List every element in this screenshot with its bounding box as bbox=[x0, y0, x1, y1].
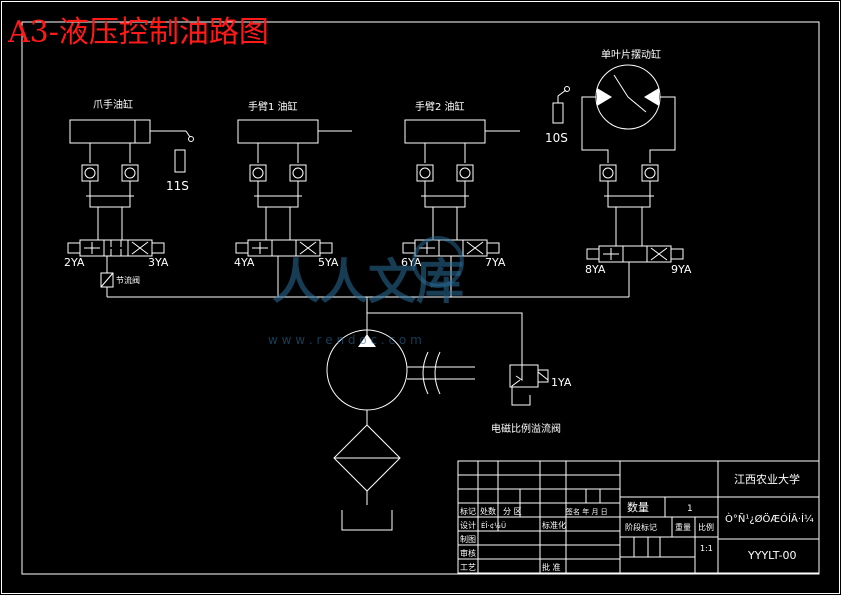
page-title: A3-液压控制油路图 bbox=[7, 15, 269, 50]
oil-tank bbox=[341, 491, 393, 531]
label-arm2-cylinder: 手臂2 油缸 bbox=[415, 100, 465, 113]
label-5ya: 5YA bbox=[318, 256, 339, 269]
watermark-text: 人人文库 bbox=[272, 254, 464, 310]
label-throttle: 节流阀 bbox=[116, 275, 140, 285]
gripper-cylinder bbox=[69, 119, 151, 144]
arm1-cylinder bbox=[237, 119, 319, 144]
title-block: 江西农业大学 YYYLT-00 Ò°Ñ¹¿ØÖÆÓÍÂ·Í¼ 数量 1 阶段标记… bbox=[457, 460, 820, 574]
tb-qty-value: 1 bbox=[687, 504, 693, 514]
label-9ya: 9YA bbox=[671, 263, 692, 276]
label-6ya: 6YA bbox=[401, 256, 422, 269]
tb-count: 处数 bbox=[480, 506, 496, 516]
tb-mark: 标记 bbox=[460, 506, 476, 516]
tb-scale-label: 比例 bbox=[698, 522, 714, 532]
tb-design: 设计 bbox=[460, 520, 476, 530]
label-2ya: 2YA bbox=[64, 256, 85, 269]
tb-zone: 分 区 bbox=[503, 507, 522, 516]
label-arm1-cylinder: 手臂1 油缸 bbox=[248, 100, 298, 113]
tb-craft: 工艺 bbox=[460, 563, 476, 572]
arm2-cylinder bbox=[404, 119, 486, 144]
swing-cylinder-unit: 单叶片摆动缸 8YA 9YA 10S bbox=[545, 48, 692, 297]
label-1ya: 1YA bbox=[551, 376, 572, 389]
label-10s: 10S bbox=[545, 131, 568, 145]
limit-switch-10s bbox=[552, 102, 564, 124]
label-4ya: 4YA bbox=[234, 256, 255, 269]
tb-check: 审核 bbox=[460, 548, 476, 558]
tb-school: 江西农业大学 bbox=[734, 472, 800, 486]
tb-drawing-name: Ò°Ñ¹¿ØÖÆÓÍÂ·Í¼ bbox=[725, 512, 814, 525]
tb-qty-label: 数量 bbox=[627, 501, 649, 514]
tb-draw: 制图 bbox=[460, 534, 476, 544]
tb-weight-label: 重量 bbox=[675, 522, 691, 532]
label-11s: 11S bbox=[166, 179, 189, 193]
tb-design-extra: ÈÎ·¢½Ü bbox=[481, 521, 506, 530]
tb-drawing-no: YYYLT-00 bbox=[747, 549, 796, 562]
arm2-cylinder-unit: 手臂2 油缸 6YA 7YA bbox=[401, 100, 520, 297]
proportional-relief-valve: 1YA 电磁比例溢流阀 bbox=[491, 364, 572, 435]
label-7ya: 7YA bbox=[485, 256, 506, 269]
tb-stage-label: 阶段标记 bbox=[625, 522, 657, 532]
label-3ya: 3YA bbox=[148, 256, 169, 269]
label-gripper-cylinder: 爪手油缸 bbox=[93, 98, 133, 111]
label-8ya: 8YA bbox=[585, 263, 606, 276]
label-relief-valve: 电磁比例溢流阀 bbox=[491, 422, 561, 435]
inner-frame bbox=[21, 21, 820, 575]
limit-switch-11s bbox=[174, 149, 186, 173]
watermark-url: w w w . r e n d o c . c o m bbox=[268, 333, 422, 347]
arm1-cylinder-unit: 手臂1 油缸 4YA 5YA bbox=[234, 100, 352, 297]
label-swing-cylinder: 单叶片摆动缸 bbox=[601, 48, 661, 61]
tb-sign-date: 签名 年 月 日 bbox=[566, 507, 608, 516]
gripper-cylinder-unit: 爪手油缸 11S 2YA 3YA 节流阀 bbox=[64, 98, 194, 297]
tb-approve: 批 准 bbox=[542, 562, 561, 572]
tb-scale-value: 1:1 bbox=[700, 544, 713, 553]
watermark: 人人文库 w w w . r e n d o c . c o m bbox=[268, 236, 464, 347]
tb-std: 标准化 bbox=[542, 520, 566, 530]
